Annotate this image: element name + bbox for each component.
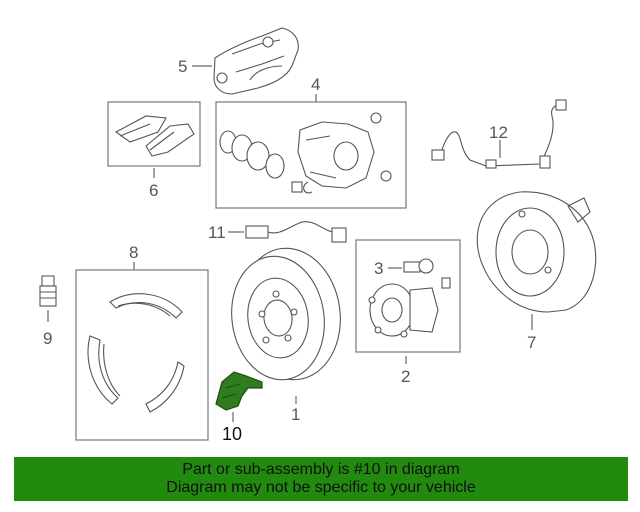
callout-8: 8 <box>129 243 138 262</box>
callout-11: 11 <box>208 223 226 242</box>
callout-5: 5 <box>178 57 187 76</box>
part-12-abs-sensor[interactable] <box>431 99 567 169</box>
info-banner: Part or sub-assembly is #10 in diagram D… <box>14 457 628 501</box>
part-2-hub-bearing[interactable] <box>368 277 451 338</box>
callout-1: 1 <box>291 405 300 424</box>
callout-7: 7 <box>527 333 536 352</box>
callout-9: 9 <box>43 329 52 348</box>
part-11-brake-hose[interactable] <box>245 221 347 243</box>
part-10-highlighted[interactable] <box>215 371 263 411</box>
part-4-caliper-assembly[interactable] <box>219 112 392 194</box>
part-6-brake-pads[interactable] <box>114 115 195 157</box>
callout-12: 12 <box>489 123 508 142</box>
callout-3: 3 <box>374 259 383 278</box>
box-2 <box>355 239 461 353</box>
callout-6: 6 <box>149 181 158 200</box>
callout-2: 2 <box>401 367 410 386</box>
part-7-backing-plate[interactable] <box>476 191 597 313</box>
box-8 <box>75 269 209 441</box>
part-3-bolt[interactable] <box>403 258 434 274</box>
box-4 <box>215 101 407 209</box>
part-9-bleeder[interactable] <box>39 275 57 307</box>
part-5-caliper-bracket[interactable] <box>213 27 299 95</box>
callout-4: 4 <box>311 75 320 94</box>
box-6 <box>107 101 201 167</box>
parts-diagram: 5 6 4 12 11 8 <box>39 27 597 444</box>
banner-line-2: Diagram may not be specific to your vehi… <box>166 479 476 496</box>
banner-line-1: Part or sub-assembly is #10 in diagram <box>182 461 460 478</box>
callout-10: 10 <box>222 424 242 444</box>
part-1-brake-rotor[interactable] <box>224 242 349 387</box>
part-8-parking-brake-shoes[interactable] <box>87 293 185 413</box>
